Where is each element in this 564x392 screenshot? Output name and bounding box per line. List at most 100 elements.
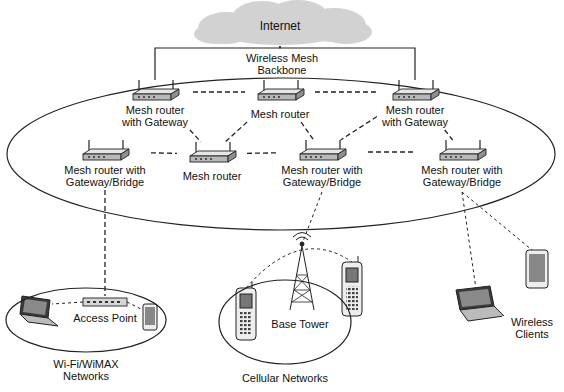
router-side — [121, 149, 129, 160]
backbone-region: Wireless Mesh BackboneMesh router with G… — [6, 50, 558, 234]
mesh-link — [341, 117, 377, 140]
router-antenna — [305, 140, 306, 150]
phone-body — [342, 262, 362, 316]
router-led — [263, 96, 265, 98]
access-point-port — [93, 301, 96, 303]
text-label: Wireless Clients — [502, 316, 562, 340]
cloud-blob — [320, 20, 372, 44]
router-antenna — [297, 80, 298, 90]
region-ellipse — [6, 288, 166, 352]
router-leds — [195, 158, 212, 160]
access-point-port — [111, 301, 114, 303]
router-led — [310, 156, 312, 158]
router-led — [455, 156, 457, 158]
router-led — [450, 156, 452, 158]
access-point-body — [83, 298, 127, 306]
router-antenna — [445, 140, 446, 150]
text-wrap: Base Tower — [264, 314, 336, 332]
node-label: Mesh router with Gateway/Bridge — [59, 164, 151, 188]
router-led — [200, 158, 202, 160]
router-led — [103, 156, 105, 158]
node-label: Wireless Mesh Backbone — [241, 52, 323, 76]
router-leds — [263, 96, 280, 98]
router-leds — [445, 156, 462, 158]
node-label: Base Tower — [270, 318, 329, 330]
laptop-display — [459, 289, 491, 307]
network-region: Cellular Networks Base Tower — [214, 278, 356, 386]
tablet-body — [526, 250, 548, 288]
region-ellipse — [7, 78, 555, 230]
node-label: Mesh router — [250, 108, 311, 120]
access-point: Access Point — [70, 296, 140, 326]
router-icon — [276, 140, 368, 164]
router-icon — [117, 80, 193, 104]
router-front — [440, 154, 478, 160]
router-led — [138, 96, 140, 98]
router-led — [195, 158, 197, 160]
router-led — [143, 96, 145, 98]
laptop-base — [20, 314, 58, 326]
router-led — [268, 96, 270, 98]
text-wrap: Mesh router with Gateway/Bridge — [276, 164, 368, 190]
node-label: Cellular Networks — [241, 372, 329, 384]
mesh-router: Mesh router with Gateway/Bridge — [59, 140, 151, 190]
mesh-link — [151, 152, 177, 154]
router-led — [445, 156, 447, 158]
router-icon — [245, 80, 315, 104]
node-label: Mesh router with Gateway — [377, 104, 453, 128]
internet-cloud: Internet — [186, 0, 374, 46]
router-leds — [398, 96, 415, 98]
node-label: Mesh router with Gateway/Bridge — [416, 164, 508, 188]
router-leds — [88, 156, 105, 158]
router-leds — [305, 156, 322, 158]
router-antenna — [122, 140, 123, 150]
tower-leg — [302, 246, 314, 310]
node-label: Mesh router with Gateway/Bridge — [276, 164, 368, 188]
mesh-link — [193, 91, 245, 92]
router-led — [148, 96, 150, 98]
wireless-link — [127, 302, 143, 310]
router-led — [278, 96, 280, 98]
laptop-base — [460, 306, 504, 321]
phone-keypad — [240, 312, 252, 334]
router-front — [83, 154, 121, 160]
router-antenna — [138, 80, 139, 90]
wireless-link — [302, 192, 322, 244]
mesh-link — [315, 91, 377, 92]
node-label: Mesh router with Gateway — [117, 104, 193, 128]
text-wrap: Cellular Networks — [214, 368, 356, 386]
text-wrap: Mesh router — [245, 104, 315, 122]
tower-leg — [290, 246, 302, 310]
text-wrap: Wireless Mesh Backbone — [6, 52, 558, 78]
mesh-link — [368, 151, 416, 152]
phone-screen — [346, 268, 358, 282]
router-led — [93, 156, 95, 158]
phone-keypad — [346, 286, 358, 310]
router-antenna — [479, 140, 480, 150]
router-antenna — [88, 140, 89, 150]
router-led — [398, 96, 400, 98]
router-led — [403, 96, 405, 98]
router-front — [258, 94, 296, 100]
router-leds — [138, 96, 155, 98]
router-side — [171, 89, 179, 100]
router-led — [273, 96, 275, 98]
text-label-box: Wireless Clients — [502, 316, 562, 342]
mesh-router: Mesh router — [177, 142, 247, 184]
router-antenna — [432, 80, 433, 90]
router-icon — [177, 142, 247, 166]
router-led — [210, 158, 212, 160]
mesh-router: Mesh router — [245, 80, 315, 122]
router-led — [153, 96, 155, 98]
router-front — [190, 156, 228, 162]
router-antenna — [398, 80, 399, 90]
mesh-link — [301, 122, 314, 140]
base-tower-symbol — [290, 233, 314, 311]
text-wrap: Mesh router with Gateway/Bridge — [59, 164, 151, 190]
cloud-blobs — [194, 0, 372, 45]
laptop — [456, 286, 504, 321]
text-wrap: Wi-Fi/WiMAX Networks — [4, 358, 168, 384]
router-front — [133, 94, 171, 100]
phone-body — [236, 288, 256, 340]
